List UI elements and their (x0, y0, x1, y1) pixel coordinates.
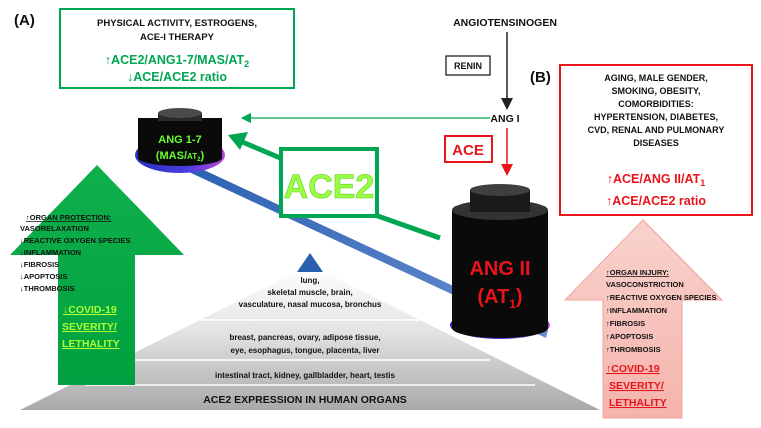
organ-protection-item: ↓APOPTOSIS (20, 272, 67, 281)
pyramid-tier2-line1: breast, pancreas, ovary, adipose tissue, (229, 333, 380, 342)
ace2-to-ang17-arrowhead (228, 132, 248, 150)
panel-b-label: (B) (530, 69, 551, 86)
ang-1-7-receptor: (MAS/AT2) (156, 150, 205, 163)
ace-label: ACE (452, 142, 484, 159)
box-b-line: DISEASES (633, 138, 679, 148)
covid-reduced-line1: ↓COVID-19 (63, 304, 117, 316)
organ-injury-item: VASOCONSTRICTION (606, 280, 684, 289)
box-b-line: CVD, RENAL AND PULMONARY (588, 125, 725, 135)
organ-protection-title: ↑ORGAN PROTECTION: (26, 213, 111, 222)
renin-box (445, 55, 491, 76)
ang-ii-receptor: (AT1) (477, 286, 522, 311)
ace-box (444, 135, 493, 163)
pyramid-tier3: intestinal tract, kidney, gallbladder, h… (215, 371, 395, 380)
angiotensinogen-label: ANGIOTENSINOGEN (453, 17, 557, 29)
ang1-label: ANG I (490, 113, 519, 125)
box-b-line: HYPERTENSION, DIABETES, (594, 112, 718, 122)
renin-label: RENIN (454, 61, 482, 71)
organ-protection-item: VASORELAXATION (20, 224, 89, 233)
ace2-expression-pyramid: lung, skeletal muscle, brain, vasculatur… (20, 265, 600, 410)
ang-1-7-label: ANG 1-7 (158, 134, 201, 146)
ace2-to-ang17-arrow (239, 138, 286, 163)
organ-injury-arrow: ↑ORGAN INJURY: VASOCONSTRICTION ↑REACTIV… (563, 219, 724, 419)
ace2-to-angii-connector (374, 212, 441, 241)
organ-injury-item: ↑FIBROSIS (606, 319, 645, 328)
covid-increased-line3: LETHALITY (609, 397, 667, 409)
box-a-line4: ↓ACE/ACE2 ratio (127, 70, 227, 84)
box-b-risk-factors: AGING, MALE GENDER, SMOKING, OBESITY, CO… (559, 64, 753, 216)
panel-a-label: (A) (14, 12, 35, 29)
ace2-label: ACE2 (284, 168, 375, 206)
box-b-line: COMORBIDITIES: (618, 99, 694, 109)
covid-increased-line1: ↑COVID-19 (606, 363, 660, 375)
covid-increased-line2: SEVERITY/ (609, 380, 664, 392)
covid-reduced-line2: SEVERITY/ (62, 321, 117, 333)
box-b-red1: ↑ACE/ANG II/AT1 (607, 172, 706, 188)
organ-injury-item: ↑APOPTOSIS (606, 332, 653, 341)
pyramid-base-label: ACE2 EXPRESSION IN HUMAN ORGANS (203, 394, 407, 406)
organ-protection-item: ↓FIBROSIS (20, 260, 59, 269)
box-b-red2: ↑ACE/ACE2 ratio (606, 194, 706, 208)
box-a-protective-factors: PHYSICAL ACTIVITY, ESTROGENS, ACE-I THER… (59, 8, 295, 89)
pyramid-tier1-line3: vasculature, nasal mucosa, bronchus (239, 300, 382, 309)
organ-protection-item: ↓THROMBOSIS (20, 284, 75, 293)
organ-protection-item: ↓INFLAMMATION (20, 248, 81, 257)
box-a-line2: ACE-I THERAPY (140, 32, 215, 43)
pyramid-tier2-line2: eye, esophagus, tongue, placenta, liver (231, 346, 380, 355)
ace2-box (279, 147, 379, 218)
covid-reduced-line3: LETHALITY (62, 338, 120, 350)
organ-protection-item: ↓REACTIVE OXYGEN SPECIES (20, 236, 130, 245)
box-a-line3: ↑ACE2/ANG1-7/MAS/AT2 (105, 53, 249, 69)
pyramid-tier1-line2: skeletal muscle, brain, (267, 288, 352, 297)
box-a-line1: PHYSICAL ACTIVITY, ESTROGENS, (97, 18, 257, 29)
organ-protection-arrow: ↑ORGAN PROTECTION: VASORELAXATION ↓REACT… (10, 165, 184, 385)
ang-1-7-weight: ANG 1-7 (MAS/AT2) (135, 108, 225, 173)
pyramid-tier1-line1: lung, (300, 276, 319, 285)
organ-injury-title: ↑ORGAN INJURY: (606, 268, 669, 277)
box-b-line: AGING, MALE GENDER, (604, 73, 708, 83)
organ-injury-item: ↑THROMBOSIS (606, 345, 661, 354)
fulcrum-triangle (297, 253, 323, 272)
organ-injury-item: ↑REACTIVE OXYGEN SPECIES (606, 293, 716, 302)
ang-ii-weight: ANG II (AT1) (450, 184, 550, 339)
ang-ii-label: ANG II (469, 258, 530, 280)
organ-injury-item: ↑INFLAMMATION (606, 306, 667, 315)
box-b-line: SMOKING, OBESITY, (611, 86, 700, 96)
